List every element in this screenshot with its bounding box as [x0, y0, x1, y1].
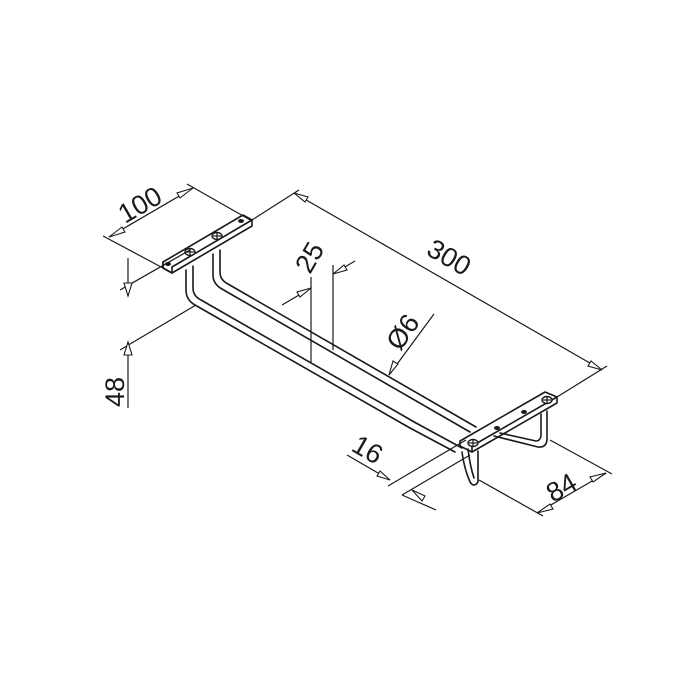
dimension-rod-spacing: 25 [281, 237, 356, 362]
dimension-label: 48 [100, 377, 130, 407]
dimension-label: 25 [289, 237, 330, 278]
screw-icon [467, 438, 479, 448]
dimension-label: 84 [541, 467, 582, 508]
dimension-plate-width: 84 [478, 439, 613, 517]
right-mounting-plate [459, 391, 558, 453]
screw-icon [211, 231, 223, 241]
rod-back [212, 249, 477, 433]
dimension-label: Ø6 [380, 309, 425, 356]
dimension-rod-end-offset: 16 [346, 429, 471, 511]
screw-icon [541, 395, 553, 405]
rod-long-run [409, 422, 463, 453]
left-mounting-plate [162, 214, 253, 274]
rod-right-bends [461, 410, 548, 486]
dimension-label: 100 [113, 181, 167, 230]
dimension-height: 48 [100, 249, 197, 408]
dimension-label: 300 [422, 233, 476, 282]
dimension-rod-diameter: Ø6 [380, 309, 435, 376]
dimension-label: 16 [347, 429, 388, 470]
dimension-overall-length: 300 [251, 189, 608, 398]
